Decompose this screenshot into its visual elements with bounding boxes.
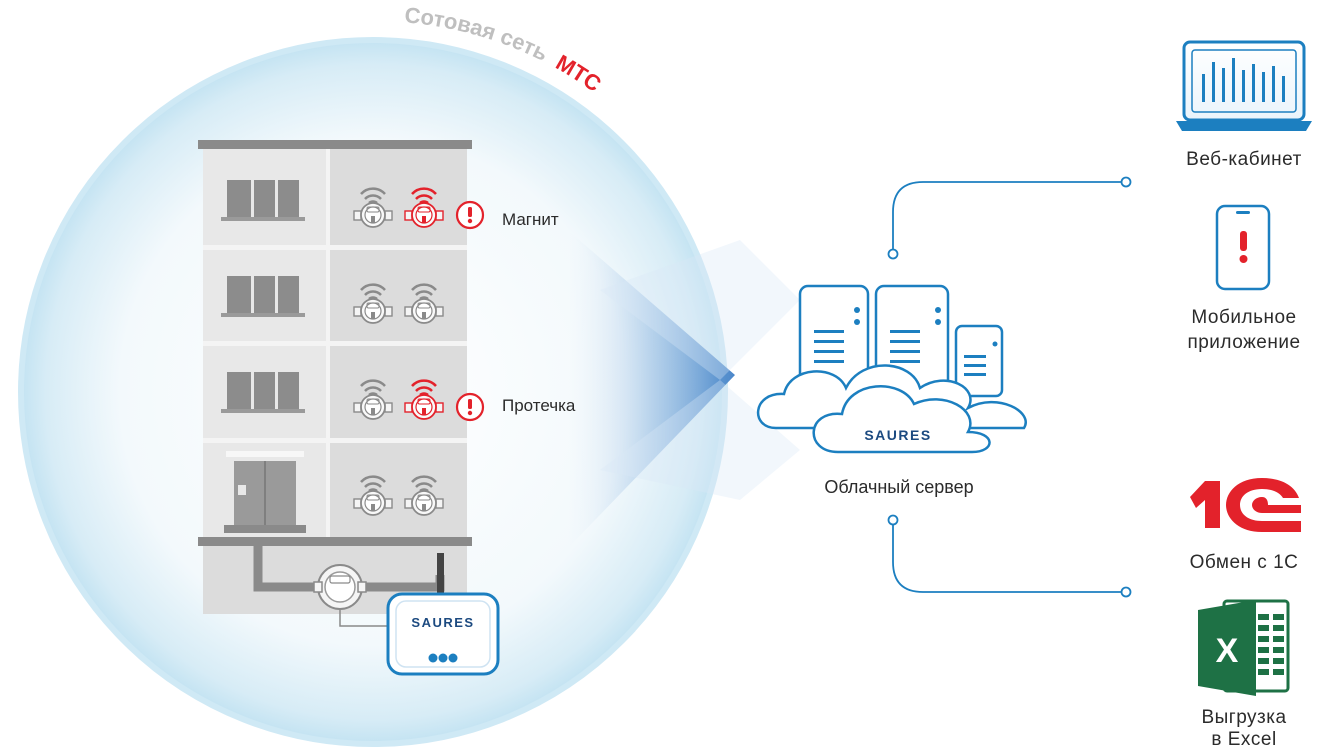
- controller-brand: SAURES: [411, 615, 474, 630]
- alert-icon: [455, 392, 485, 422]
- alert-label-leak: Протечка: [502, 396, 576, 415]
- mobile-app-label-line1: Мобильное: [1191, 307, 1297, 328]
- main-water-meter: [313, 564, 367, 610]
- connectors: [887, 176, 1132, 598]
- saures-controller: SAURES: [386, 592, 500, 676]
- signal-beam: [568, 232, 735, 548]
- water-meter-cold: [353, 283, 393, 324]
- network-operator-label: МТС: [552, 50, 606, 97]
- laptop-icon: [1176, 40, 1312, 131]
- water-meter-hot: [404, 187, 444, 228]
- connector-web: [892, 181, 1122, 252]
- mobile-phone-icon: [1215, 204, 1271, 291]
- window-floor-2: [221, 276, 305, 317]
- window-floor-1: [221, 180, 305, 221]
- signal-beam-upper: [600, 240, 800, 380]
- water-meter-hot: [404, 283, 444, 324]
- alert-icon: [455, 200, 485, 230]
- excel-export-label-line1: Выгрузка: [1201, 707, 1287, 728]
- water-meter-cold: [353, 379, 393, 420]
- water-meter-cold: [353, 475, 393, 516]
- entrance-door: [224, 451, 306, 533]
- mobile-app-label-line2: приложение: [1187, 332, 1301, 353]
- excel-icon: X: [1198, 599, 1290, 696]
- window-floor-3: [221, 372, 305, 413]
- cloud-server: SAURES: [757, 284, 1027, 454]
- excel-export-label-line2: в Excel: [1211, 729, 1277, 750]
- water-meter-hot: [404, 475, 444, 516]
- onec-logo-icon: [1190, 478, 1301, 532]
- web-cabinet-label: Веб-кабинет: [1186, 149, 1302, 170]
- building-roof: [198, 140, 472, 149]
- water-meter-hot: [404, 379, 444, 420]
- water-meter-cold: [353, 187, 393, 228]
- signal-beam-lower: [600, 380, 800, 500]
- onec-exchange-label: Обмен с 1С: [1189, 552, 1299, 573]
- excel-letter: X: [1216, 632, 1239, 670]
- cloud-server-label: Облачный сервер: [824, 477, 974, 497]
- server-tower-3: [954, 324, 1004, 398]
- connector-1c: [892, 522, 1122, 593]
- apartment-meters: [353, 187, 485, 516]
- alert-label-magnet: Магнит: [502, 210, 559, 229]
- cloud-brand: SAURES: [864, 427, 931, 443]
